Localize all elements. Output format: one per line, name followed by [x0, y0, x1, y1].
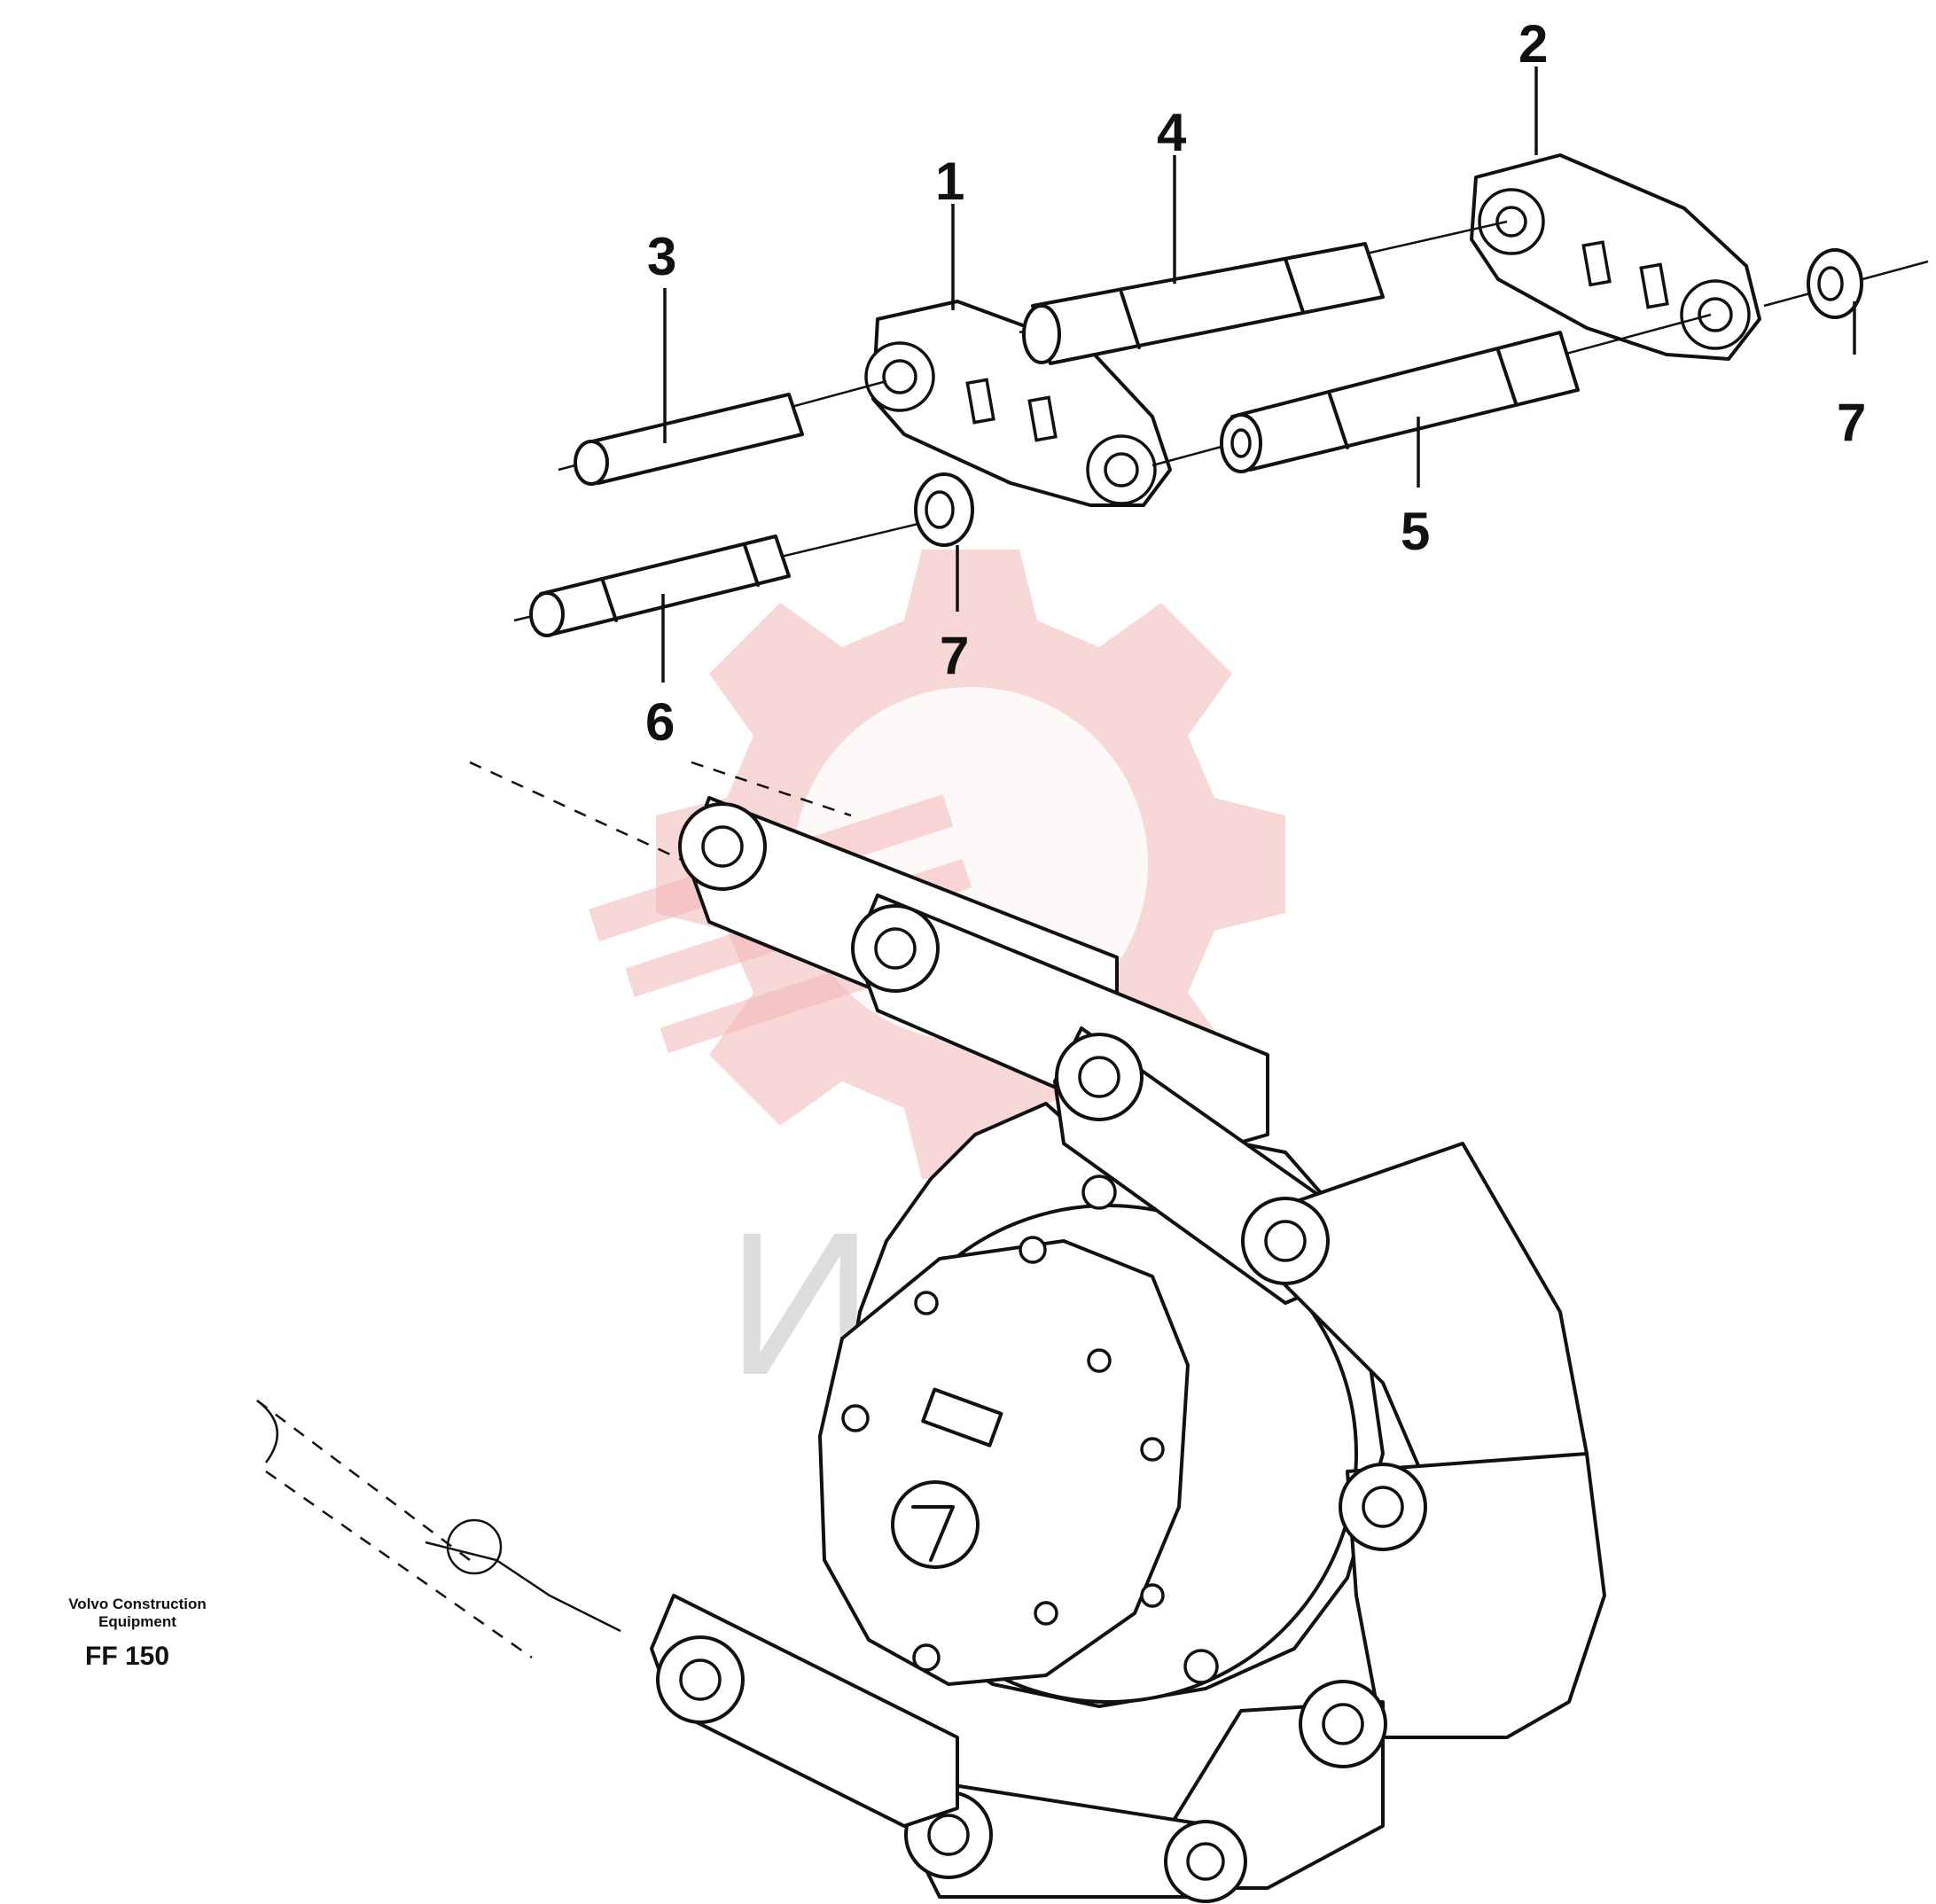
- callout-7-left: 7: [940, 626, 969, 685]
- pin-6: [513, 521, 923, 637]
- callout-2: 2: [1518, 14, 1548, 74]
- callout-4: 4: [1157, 103, 1187, 162]
- track-link-2: [1470, 153, 1761, 361]
- figure-caption: Volvo Construction Equipment FF 150: [35, 1596, 239, 1672]
- seal-7-left: [914, 472, 974, 547]
- pin-4: [1019, 220, 1508, 365]
- callout-6: 6: [645, 692, 675, 752]
- track-link-1: [864, 300, 1172, 507]
- figure-code: FF 150: [85, 1642, 170, 1671]
- callouts: 1 2 3 4 5 6 7 7: [645, 14, 1866, 752]
- bushing-5: [1151, 313, 1712, 473]
- pin-3: [558, 379, 887, 486]
- callout-1: 1: [935, 152, 964, 211]
- callout-3: 3: [647, 227, 676, 286]
- callout-5: 5: [1401, 502, 1430, 561]
- seal-7-right: [1763, 248, 1929, 319]
- callout-7-right: 7: [1837, 393, 1866, 452]
- manufacturer-label: Volvo Construction Equipment: [68, 1596, 207, 1630]
- track-chain-assembly: [256, 761, 1606, 1903]
